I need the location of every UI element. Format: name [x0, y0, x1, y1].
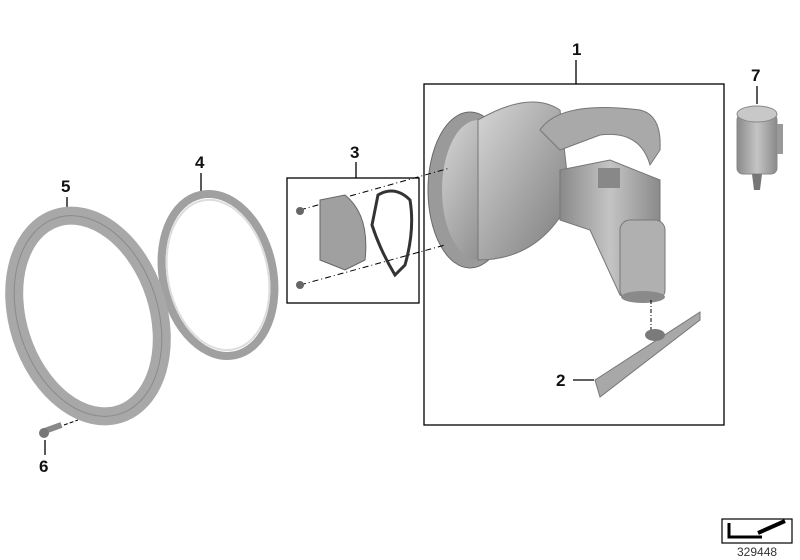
retaining-flange-ring: [5, 197, 171, 426]
callout-6: 6: [39, 457, 49, 476]
callout-1: 1: [572, 40, 582, 59]
group-box-3: [286, 162, 451, 304]
screw-6: [39, 419, 79, 455]
callout-4: 4: [195, 153, 205, 172]
sealing-ring: [157, 173, 279, 361]
arrow-icon[interactable]: [721, 518, 793, 544]
callout-7: 7: [751, 66, 761, 85]
callout-3: 3: [350, 143, 360, 162]
document-number: 329448: [737, 545, 778, 559]
callout-5: 5: [61, 177, 71, 196]
fuel-filter-canister: [736, 86, 783, 190]
fuel-pump-module: [427, 101, 666, 303]
group-box-1: [423, 60, 725, 426]
filter-strainer: [573, 300, 701, 398]
callout-2: 2: [556, 371, 566, 390]
